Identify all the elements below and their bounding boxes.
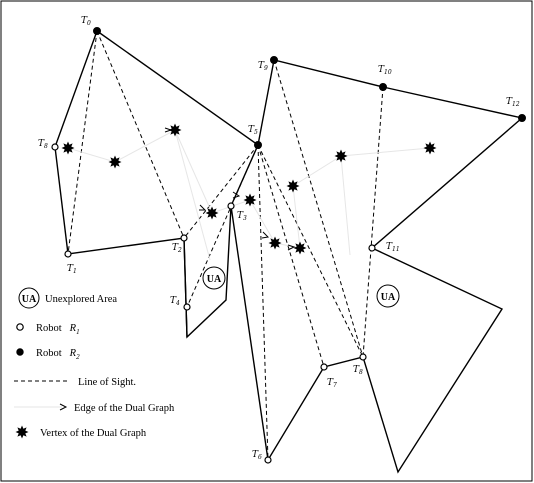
vertex-label-t3: T3	[237, 211, 247, 222]
vertex-label-t10: T10	[378, 65, 392, 76]
legend-los: Line of Sight.	[14, 377, 136, 388]
dual-vertex-marker	[293, 241, 307, 255]
dual-vertex-legend-icon	[15, 425, 29, 439]
dual-edge	[340, 155, 351, 256]
dual-vertex-marker	[268, 236, 282, 250]
line-of-sight	[257, 144, 269, 461]
legend-dual-edge: Edge of the Dual Graph	[14, 403, 175, 414]
dual-edge-arrow	[164, 127, 173, 133]
ua-label: UA	[207, 274, 222, 285]
ua-circle	[202, 266, 226, 290]
dual-vertex-marker	[286, 179, 300, 193]
line-of-sight	[273, 59, 364, 358]
vertex-label-t7: T7	[327, 378, 337, 389]
dual-edge-arrows	[164, 127, 296, 251]
vertex-label-t8-left: T8	[38, 139, 48, 150]
ua-legend-symbol: UA	[22, 294, 37, 305]
vertex-label-t6: T6	[252, 450, 262, 461]
vertex-label-t12: T12	[506, 97, 520, 108]
vertex-t12	[518, 114, 526, 122]
dual-edge-arrow	[287, 244, 296, 251]
line-of-sight	[96, 30, 185, 239]
dual-edge-legend-arrow	[59, 403, 68, 411]
dual-vertex-marker	[423, 141, 437, 155]
dual-vertex-marker	[205, 206, 219, 220]
dual-edge-legend-label: Edge of the Dual Graph	[74, 403, 175, 414]
line-of-sight	[257, 144, 364, 358]
boundary-edge	[96, 30, 259, 146]
line-of-sight	[186, 144, 259, 308]
dual-vertex-marker	[334, 149, 348, 163]
vertex-t3	[227, 202, 235, 210]
dual-vertex-marker	[168, 123, 182, 137]
vertex-label-t5: T5	[248, 125, 258, 136]
unexplored-area-2: UA	[376, 284, 400, 308]
dual-vertex-marker	[61, 141, 75, 155]
vertex-label-t8: T8	[353, 365, 363, 376]
dual-edge-arrow	[199, 204, 207, 211]
vertex-t9	[270, 56, 278, 64]
boundary-edge	[183, 237, 188, 338]
vertex-t10	[379, 83, 387, 91]
vertex-t8-right	[359, 353, 367, 361]
robot2-legend-icon	[16, 348, 24, 356]
vertex-t11	[368, 244, 376, 252]
dual-graph-vertices	[61, 123, 437, 255]
line-of-sight	[362, 86, 384, 358]
robot1-legend-icon	[16, 323, 24, 331]
boundary-edge	[54, 30, 524, 474]
vertex-label-t9: T9	[258, 61, 268, 72]
lines-of-sight	[67, 30, 384, 461]
dual-vertex-marker	[243, 193, 257, 207]
vertex-t5	[254, 141, 262, 149]
ua-legend-icon	[18, 287, 40, 309]
legend-dual-vertex: Vertex of the Dual Graph	[15, 425, 147, 439]
ua-label: UA	[381, 292, 396, 303]
legend-ua: UA Unexplored Area	[18, 287, 117, 309]
vertex-t4	[183, 303, 191, 311]
unexplored-areas: UA UA	[202, 266, 400, 308]
ua-legend-label: Unexplored Area	[45, 294, 117, 305]
dual-edge-arrow	[232, 191, 241, 199]
vertex-t7	[320, 363, 328, 371]
dual-vertex-legend-label: Vertex of the Dual Graph	[40, 428, 147, 439]
vertex-t6	[264, 456, 272, 464]
vertex-t1	[64, 250, 72, 258]
vertex-label-t0: T0	[81, 16, 91, 27]
vertex-t8	[51, 143, 59, 151]
vertex-label-t2: T2	[172, 243, 182, 254]
dual-edge	[174, 129, 211, 261]
vertex-labels: T0 T8 T1 T2 T3 T4 T5 T6 T7 T8 T9 T10 T11…	[38, 16, 520, 461]
vertex-t0	[93, 27, 101, 35]
vertex-label-t4: T4	[170, 296, 180, 307]
dual-vertex-marker	[15, 425, 29, 439]
dual-graph-edges	[67, 129, 431, 261]
los-legend-label: Line of Sight.	[78, 377, 136, 388]
polygon-boundary	[54, 30, 524, 474]
dual-edge-arrow	[261, 231, 270, 239]
dual-edge	[67, 129, 431, 249]
vertex-t2	[180, 234, 188, 242]
unexplored-area-1: UA	[202, 266, 226, 290]
robot-markers	[51, 27, 526, 464]
line-of-sight	[257, 144, 325, 368]
vertex-label-t1: T1	[67, 264, 77, 275]
line-of-sight	[183, 144, 259, 239]
dual-vertex-marker	[108, 155, 122, 169]
vertex-label-t11: T11	[386, 242, 400, 253]
line-of-sight	[67, 30, 98, 255]
ua-circle	[376, 284, 400, 308]
